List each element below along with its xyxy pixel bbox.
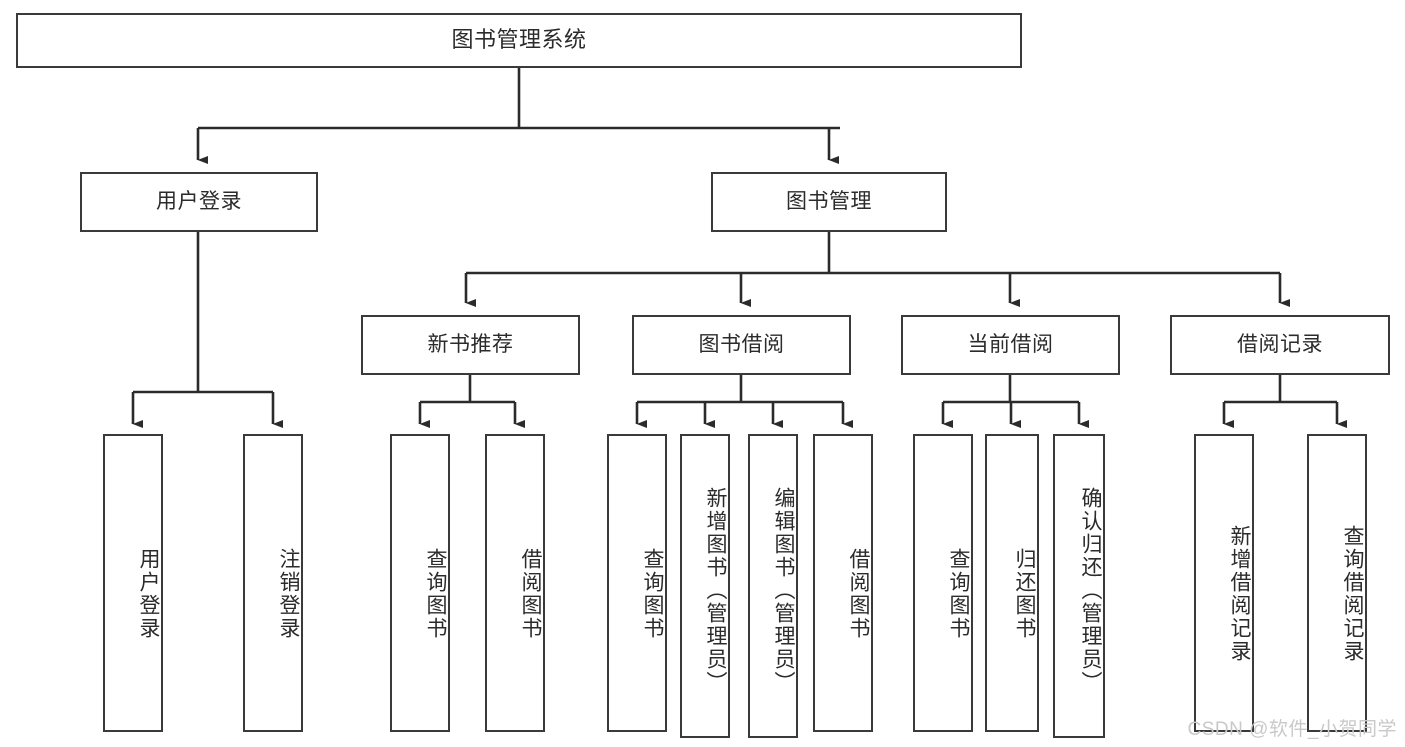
watermark-text: CSDN @软件_小贺同学: [1187, 719, 1397, 740]
leaf-confirm-return-admin[interactable]: 确认归还（管理员）: [1053, 434, 1105, 738]
leaf-query-book-borrow[interactable]: 查询图书: [607, 434, 667, 732]
leaf-add-borrow-record[interactable]: 新增借阅记录: [1194, 434, 1254, 732]
node-root-book-management-system[interactable]: 图书管理系统: [16, 13, 1022, 68]
leaf-add-book-admin[interactable]: 新增图书（管理员）: [680, 434, 730, 738]
node-book-borrow[interactable]: 图书借阅: [632, 315, 851, 375]
leaf-query-book-current[interactable]: 查询图书: [913, 434, 973, 732]
leaf-query-borrow-record[interactable]: 查询借阅记录: [1307, 434, 1367, 732]
leaf-borrow-book-recommend[interactable]: 借阅图书: [485, 434, 545, 732]
node-user-login[interactable]: 用户登录: [80, 172, 318, 232]
leaf-user-login[interactable]: 用户登录: [103, 434, 163, 732]
leaf-return-book[interactable]: 归还图书: [985, 434, 1039, 732]
leaf-borrow-book[interactable]: 借阅图书: [813, 434, 873, 732]
node-borrow-record[interactable]: 借阅记录: [1170, 315, 1390, 375]
leaf-logout[interactable]: 注销登录: [243, 434, 303, 732]
node-current-borrow[interactable]: 当前借阅: [901, 315, 1120, 375]
leaf-query-book-recommend[interactable]: 查询图书: [390, 434, 450, 732]
node-new-book-recommend[interactable]: 新书推荐: [361, 315, 580, 375]
leaf-edit-book-admin[interactable]: 编辑图书（管理员）: [748, 434, 798, 738]
node-book-management[interactable]: 图书管理: [711, 172, 947, 232]
